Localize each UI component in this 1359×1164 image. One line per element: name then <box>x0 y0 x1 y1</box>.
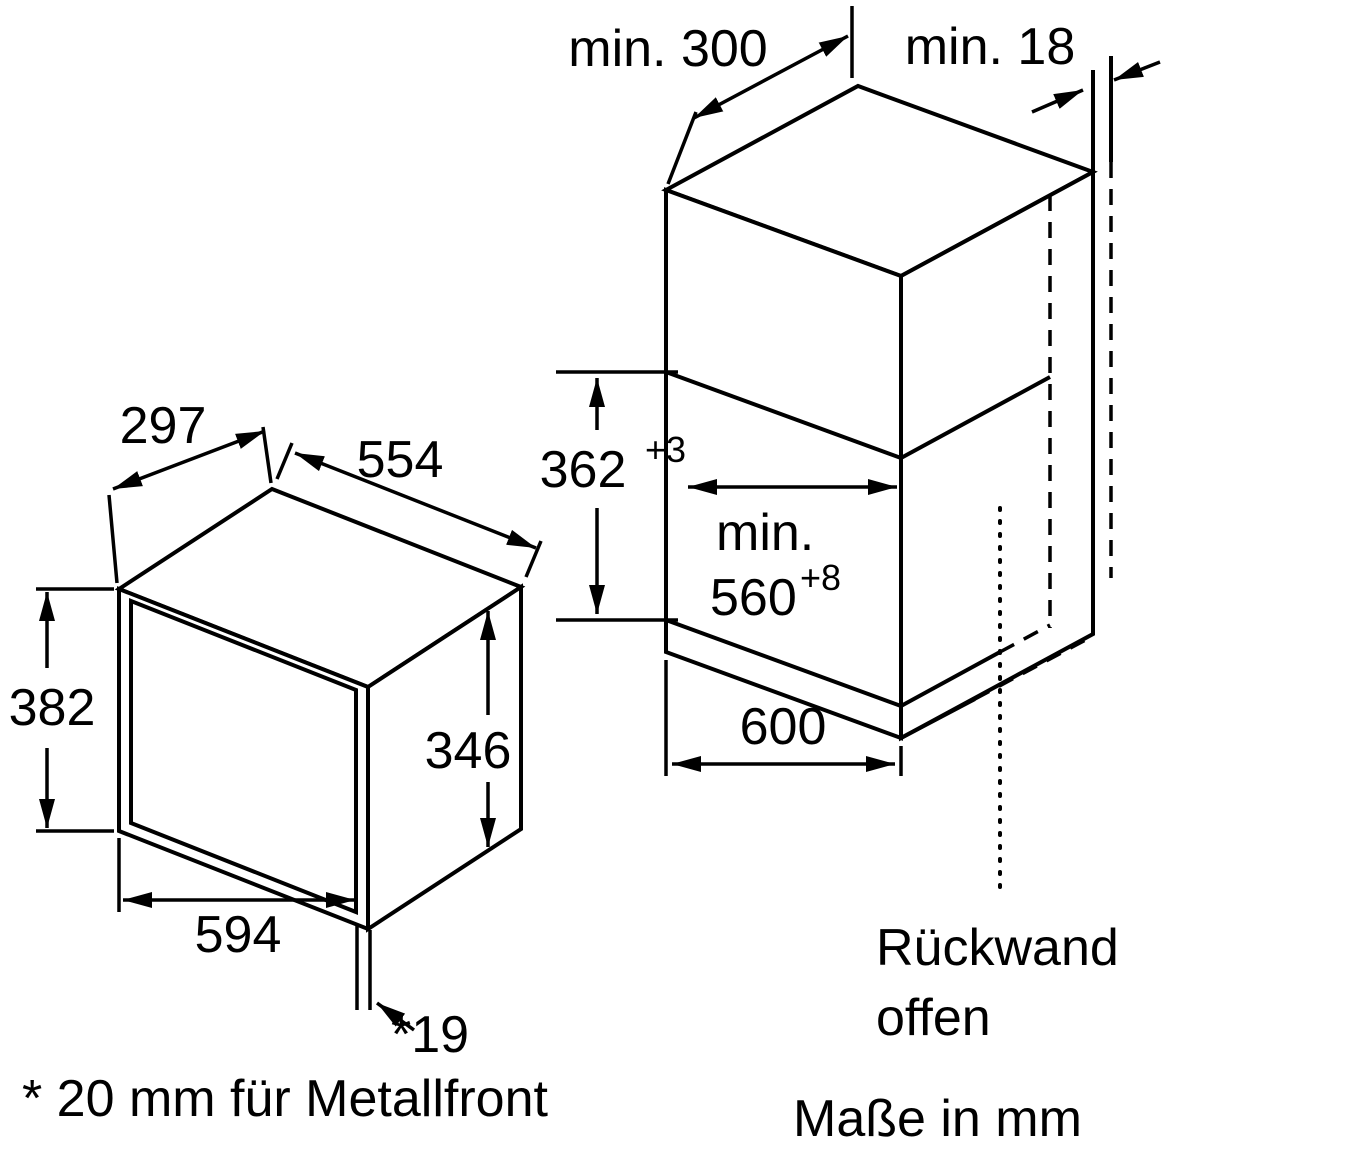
cabinet-bottom-right-edge <box>900 697 976 740</box>
niche-inner-top-edge <box>900 375 1051 460</box>
niche-width-prefix-label: min. <box>716 504 814 562</box>
extension-lines <box>275 442 543 578</box>
microwave-top-width-label: 554 <box>357 431 444 489</box>
microwave-front-width-label: 594 <box>195 906 282 964</box>
microwave-drawing: 297 554 382 346 <box>9 397 543 1064</box>
niche-width-dimension: min. 560 +8 <box>688 479 897 627</box>
niche-opening-top-edge <box>665 370 902 460</box>
leader-arrow-left <box>1031 88 1084 114</box>
niche-top-depth-label: min. 300 <box>568 20 767 78</box>
niche-inner-bottom-edge <box>900 650 1001 708</box>
microwave-door-outline <box>129 598 358 915</box>
back-panel-note: Rückwand offen <box>876 506 1119 1047</box>
microwave-front-height-label: 382 <box>9 679 96 737</box>
microwave-body-height-dimension: 346 <box>425 611 512 847</box>
microwave-door-depth-dimension: *19 <box>375 1001 469 1064</box>
niche-height-tolerance-label: +3 <box>645 429 686 470</box>
extension-lines <box>666 6 854 185</box>
dimension-line <box>693 34 849 120</box>
cabinet-bottom-right-edge-hidden <box>974 634 1094 701</box>
cabinet-width-dimension: 600 <box>664 660 903 776</box>
microwave-front-height-dimension: 382 <box>9 587 114 833</box>
niche-rear-gap-dimension: min. 18 <box>905 18 1161 114</box>
units-note: Maße in mm <box>793 1090 1082 1148</box>
microwave-body-height-label: 346 <box>425 722 512 780</box>
niche-width-label: 560 <box>710 569 797 627</box>
cabinet-front-face <box>664 187 903 741</box>
microwave-depth-label: 297 <box>120 397 207 455</box>
dimension-line <box>112 429 266 491</box>
microwave-door-thickness-lines <box>355 925 372 1010</box>
cabinet-width-label: 600 <box>740 698 827 756</box>
niche-inner-bottom-edge-hidden <box>999 623 1051 654</box>
niche-top-depth-dimension: min. 300 <box>568 6 854 185</box>
niche-opening-bottom-edge <box>665 618 902 708</box>
microwave-top-width-dimension: 554 <box>275 431 543 578</box>
metal-front-footnote: * 20 mm für Metallfront <box>22 1070 548 1128</box>
niche-height-label: 362 <box>540 441 627 499</box>
extension-lines <box>664 660 903 776</box>
dimension-line <box>294 451 537 550</box>
niche-rear-gap-label: min. 18 <box>905 18 1076 76</box>
back-panel-note-line1: Rückwand <box>876 919 1119 977</box>
microwave-door-depth-label: *19 <box>391 1006 469 1064</box>
niche-height-dimension: 362 +3 <box>540 370 686 622</box>
extension-lines <box>556 370 678 622</box>
microwave-front-width-dimension: 594 <box>117 838 355 964</box>
microwave-depth-dimension: 297 <box>107 397 273 584</box>
niche-width-tolerance-label: +8 <box>800 557 841 598</box>
niche-drawing: min. 300 min. 18 362 +3 min. 560 <box>540 6 1161 1047</box>
leader-arrow <box>375 1001 416 1032</box>
leader-arrow-right <box>1113 60 1161 82</box>
back-panel-note-line2: offen <box>876 989 991 1047</box>
extension-lines <box>36 587 114 833</box>
